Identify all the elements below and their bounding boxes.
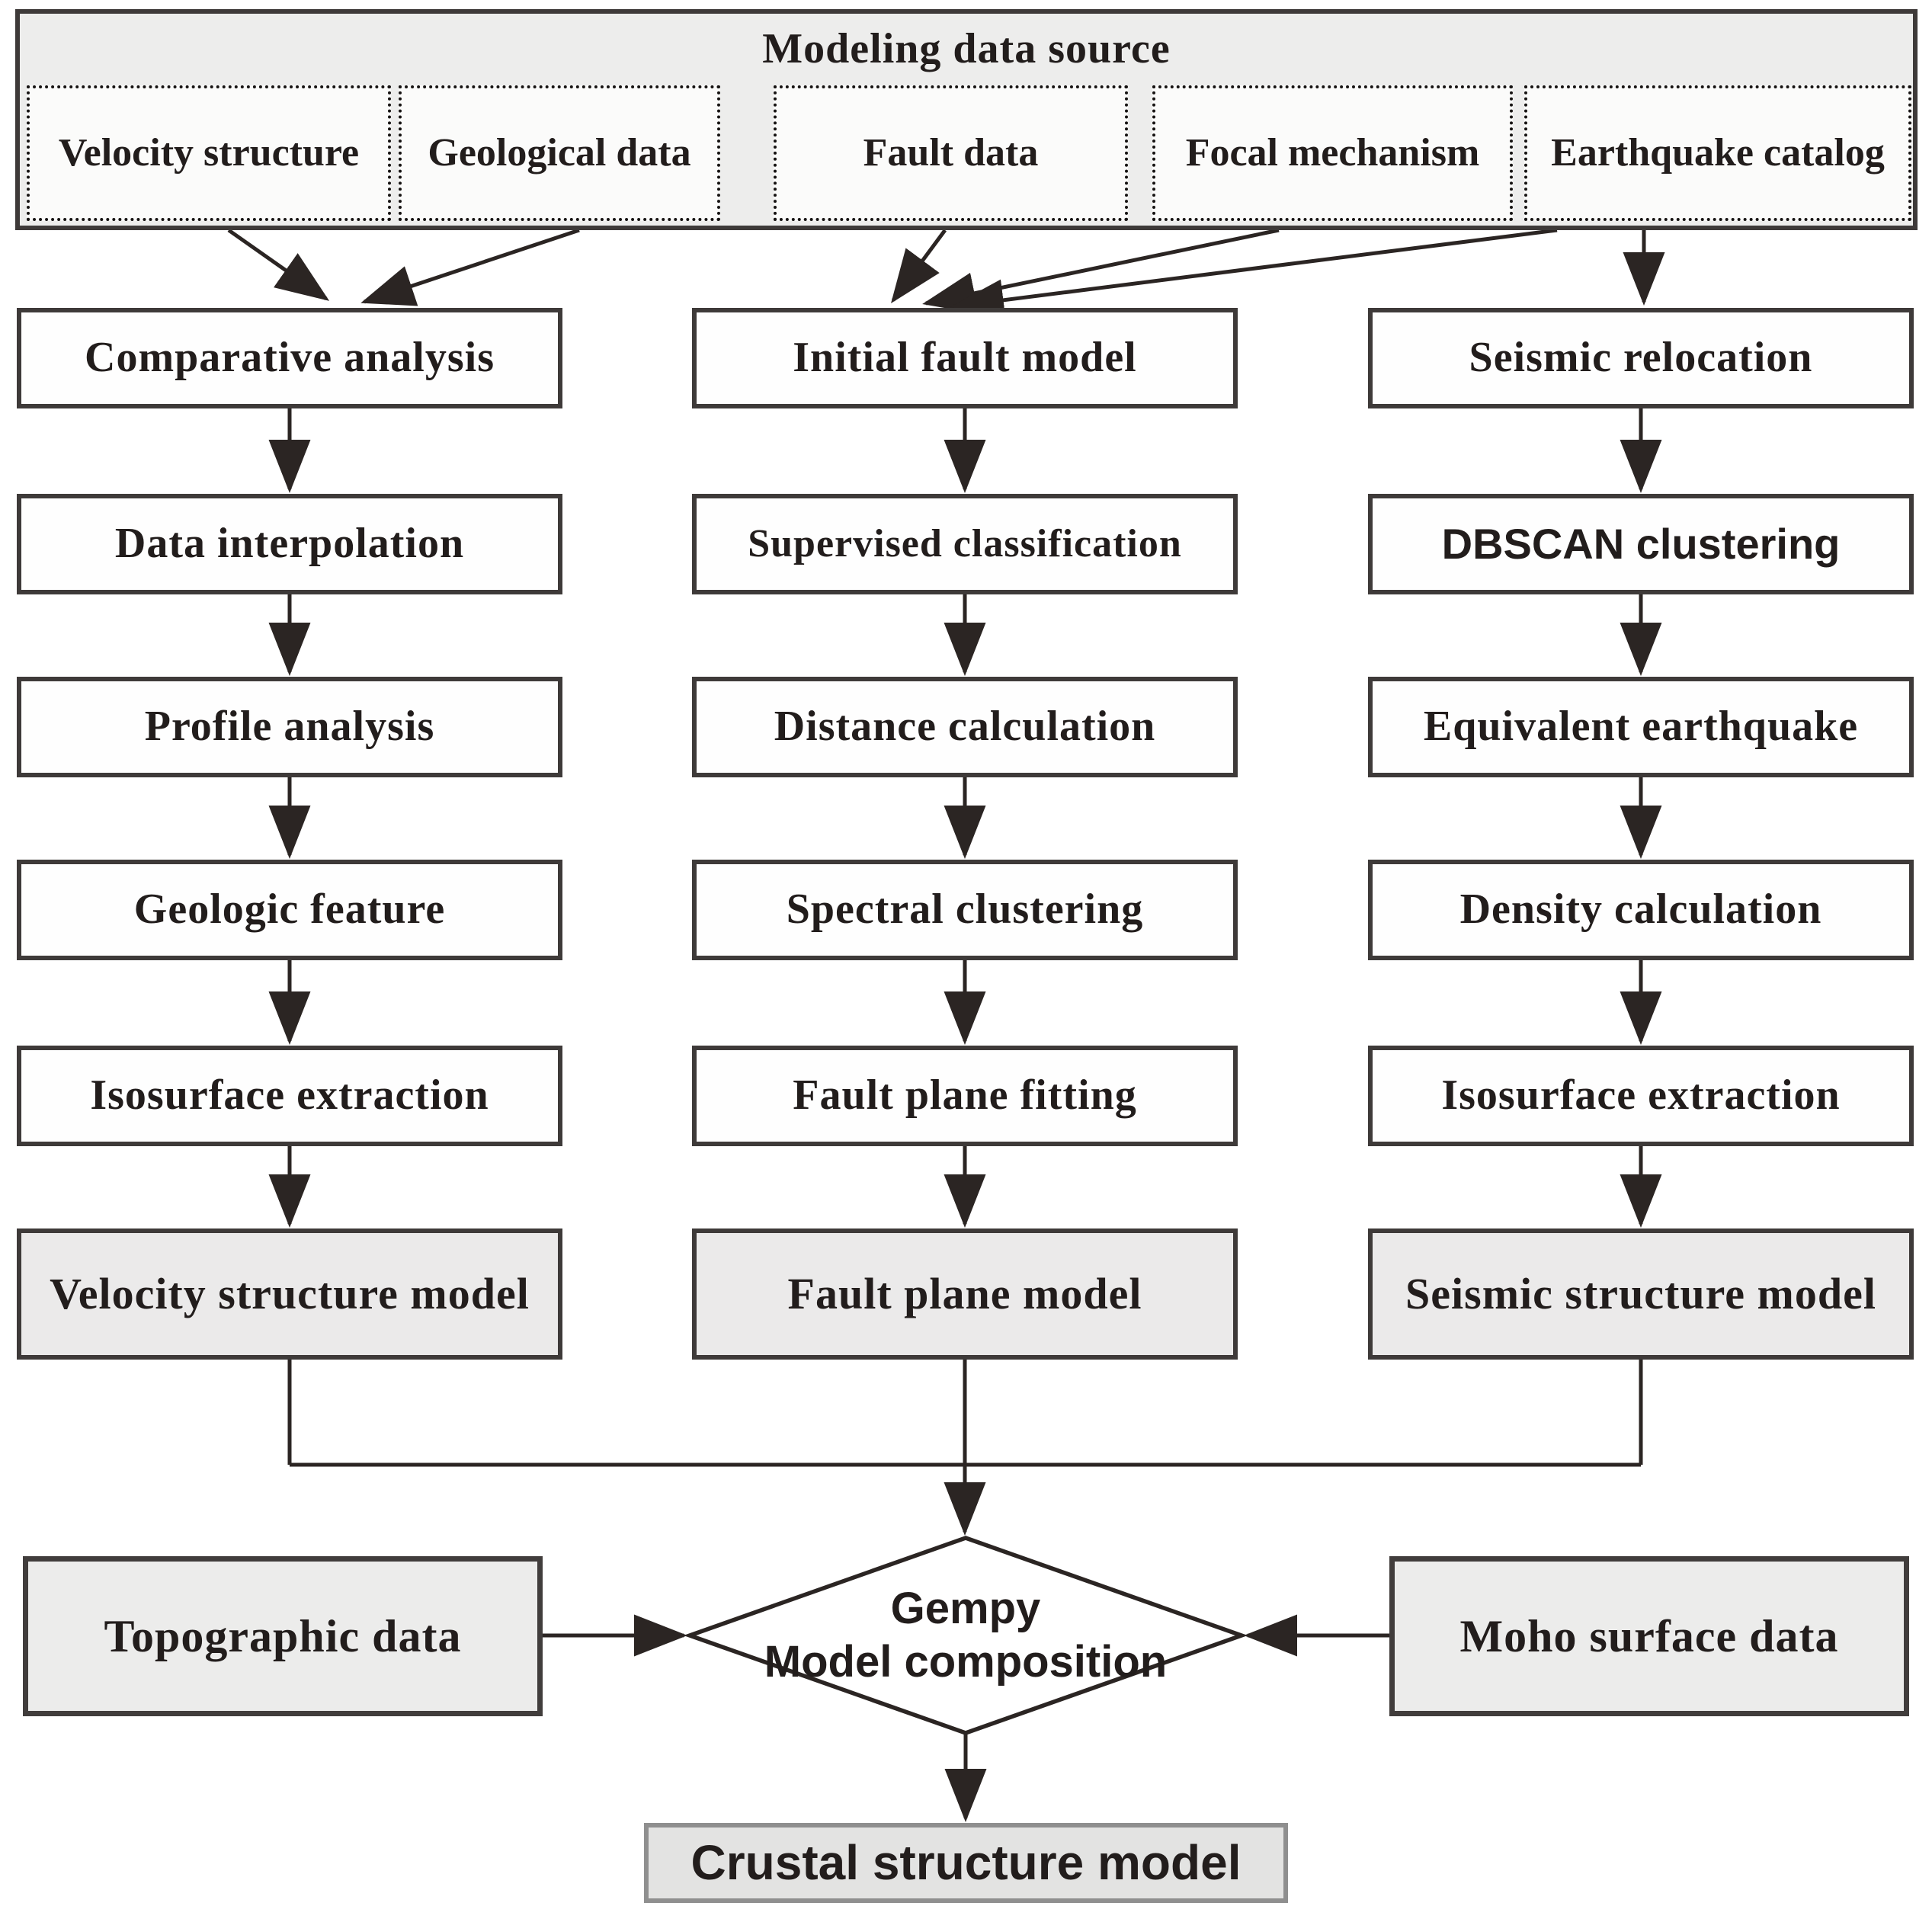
node-data-interpolation: Data interpolation xyxy=(17,494,562,594)
node-dbscan-clustering: DBSCAN clustering xyxy=(1368,494,1914,594)
node-initial-fault-model: Initial fault model xyxy=(692,308,1238,408)
node-supervised-classification: Supervised classification xyxy=(692,494,1238,594)
node-profile-analysis: Profile analysis xyxy=(17,677,562,777)
source-item-focal-mechanism: Focal mechanism xyxy=(1152,85,1513,221)
composition-line1: Gempy xyxy=(890,1584,1041,1634)
arrow-fault-data-to-initial-fault xyxy=(891,229,947,304)
node-isosurface-extraction-seismic: Isosurface extraction xyxy=(1368,1046,1914,1146)
node-velocity-structure-model: Velocity structure model xyxy=(17,1228,562,1360)
source-item-velocity-structure: Velocity structure xyxy=(27,85,391,221)
node-spectral-clustering: Spectral clustering xyxy=(692,860,1238,960)
node-density-calculation: Density calculation xyxy=(1368,860,1914,960)
node-seismic-structure-model: Seismic structure model xyxy=(1368,1228,1914,1360)
node-seismic-relocation: Seismic relocation xyxy=(1368,308,1914,408)
panel-title: Modeling data source xyxy=(762,25,1171,72)
source-item-geological-data: Geological data xyxy=(399,85,720,221)
node-crustal-structure-model: Crustal structure model xyxy=(644,1823,1288,1903)
source-item-fault-data: Fault data xyxy=(774,85,1128,221)
node-isosurface-extraction-velocity: Isosurface extraction xyxy=(17,1046,562,1146)
source-item-earthquake-catalog: Earthquake catalog xyxy=(1524,85,1911,221)
node-comparative-analysis: Comparative analysis xyxy=(17,308,562,408)
composition-diamond xyxy=(683,1536,1248,1735)
arrow-geological-data-to-comparative xyxy=(360,228,580,306)
node-fault-plane-model: Fault plane model xyxy=(692,1228,1238,1360)
node-distance-calculation: Distance calculation xyxy=(692,677,1238,777)
node-geologic-feature: Geologic feature xyxy=(17,860,562,960)
node-moho-surface-data: Moho surface data xyxy=(1389,1556,1909,1716)
node-fault-plane-fitting: Fault plane fitting xyxy=(692,1046,1238,1146)
arrow-focal-mechanism-to-initial-fault xyxy=(922,228,1280,314)
arrow-earthquake-catalog-to-initial-fault xyxy=(950,228,1558,322)
composition-diamond-label: Gempy Model composition xyxy=(699,1567,1232,1704)
composition-line2: Model composition xyxy=(764,1637,1168,1687)
node-equivalent-earthquake: Equivalent earthquake xyxy=(1368,677,1914,777)
node-topographic-data: Topographic data xyxy=(23,1556,543,1716)
arrow-velocity-structure-to-comparative xyxy=(227,228,330,301)
